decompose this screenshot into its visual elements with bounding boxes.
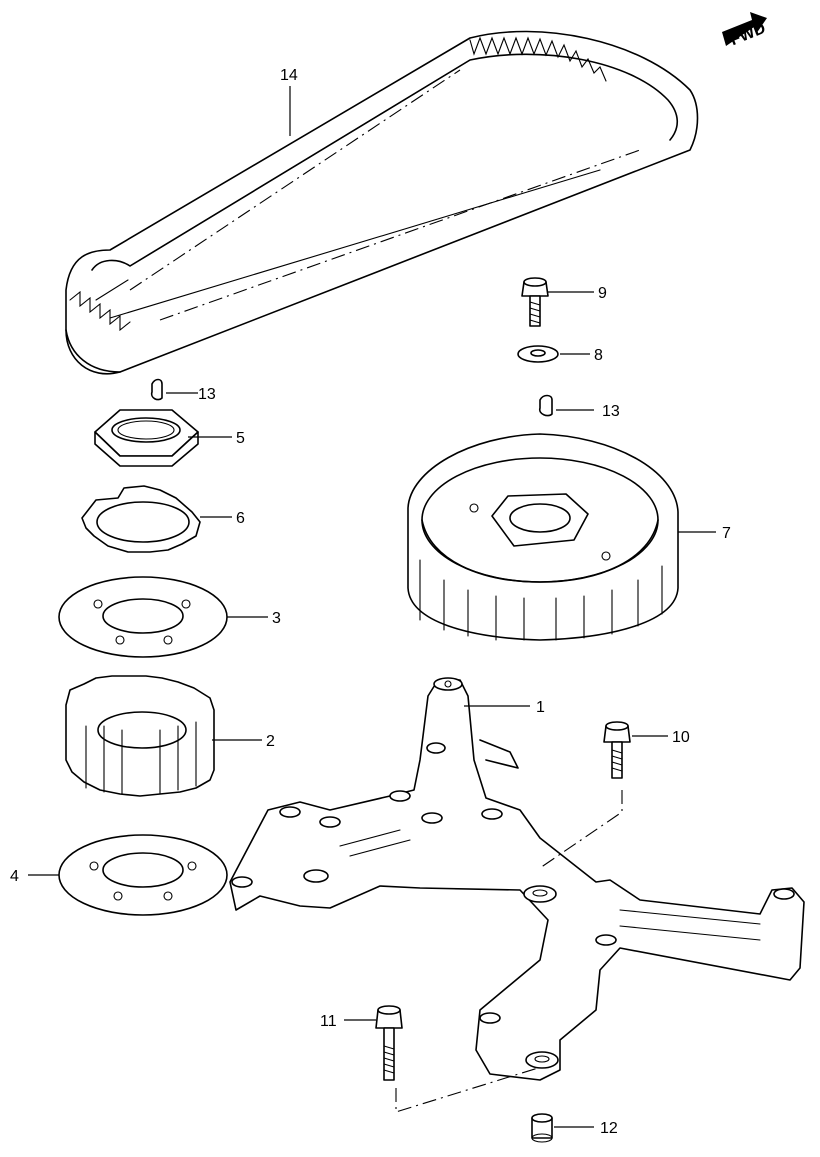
fwd-arrow-icon: FWD	[722, 12, 768, 49]
callout-13-right: 13	[602, 403, 620, 420]
part-1-bracket	[229, 677, 805, 1081]
assembly-line-11	[395, 1067, 539, 1113]
callout-1: 1	[536, 699, 545, 716]
part-12-dowel-pin	[531, 1113, 553, 1143]
part-13-key-right	[538, 394, 553, 417]
part-8-washer	[517, 345, 559, 363]
callout-2: 2	[266, 733, 275, 750]
part-5-hex-nut	[94, 409, 199, 467]
callout-3: 3	[272, 610, 281, 627]
part-13-key-left	[150, 378, 163, 401]
part-7-cam-pulley	[407, 433, 679, 641]
callout-9: 9	[598, 285, 607, 302]
part-2-crank-pulley	[65, 675, 215, 797]
callout-7: 7	[722, 525, 731, 542]
part-3-guide-plate	[58, 576, 228, 658]
callout-10: 10	[672, 729, 690, 746]
part-6-lock-plate	[81, 485, 201, 553]
part-14-timing-belt	[65, 30, 699, 375]
callout-14: 14	[280, 67, 298, 84]
part-9-bolt	[521, 277, 549, 327]
callout-11: 11	[320, 1013, 337, 1030]
callout-4: 4	[10, 868, 19, 885]
callout-5: 5	[236, 430, 245, 447]
callout-8: 8	[594, 347, 603, 364]
callout-12: 12	[600, 1120, 618, 1137]
leader-lines	[28, 86, 716, 1128]
part-10-bolt	[603, 721, 631, 779]
callout-13-left: 13	[198, 386, 216, 403]
part-11-bolt	[375, 1005, 403, 1081]
assembly-line-10	[539, 790, 623, 869]
part-4-guide-plate	[58, 834, 228, 916]
callout-6: 6	[236, 510, 245, 527]
